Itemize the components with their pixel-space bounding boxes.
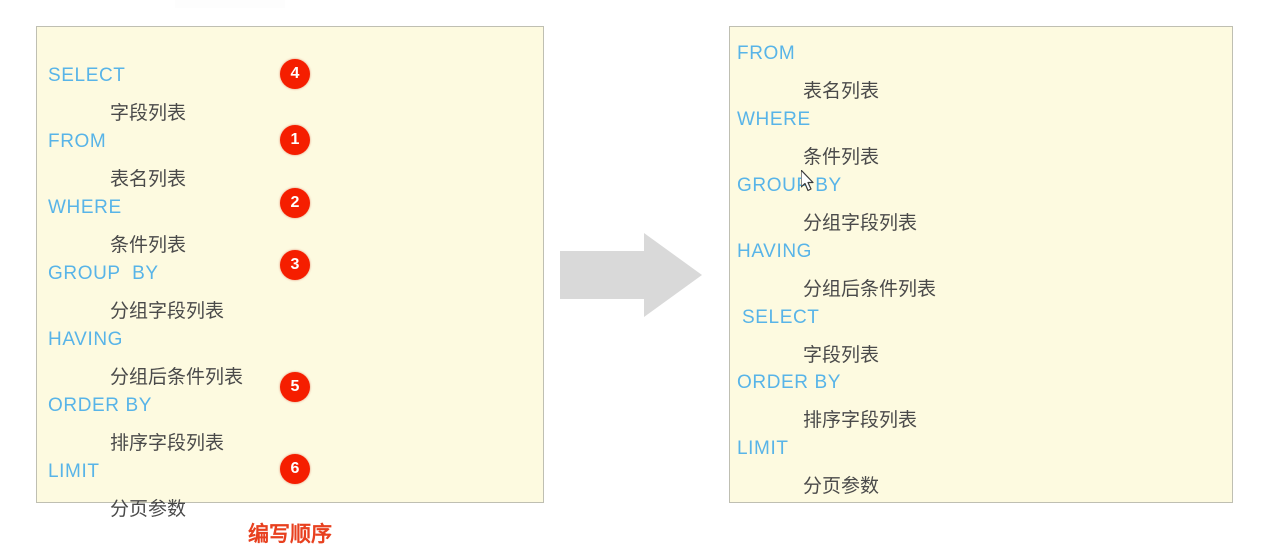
keyword-order-by: ORDER BY <box>48 395 153 416</box>
left-panel-caption: 编写顺序 <box>248 522 332 546</box>
keyword-select: SELECT <box>742 307 820 328</box>
value-group-by: 分组字段列表 <box>110 300 225 322</box>
value-order-by: 排序字段列表 <box>803 409 918 431</box>
sql-writing-order-panel: SELECT 字段列表 FROM 表名列表 WHERE 条件列表 GROUP B… <box>36 26 544 520</box>
value-having: 分组后条件列表 <box>110 366 244 388</box>
keyword-having: HAVING <box>48 329 124 350</box>
value-having: 分组后条件列表 <box>803 278 937 300</box>
value-where: 条件列表 <box>110 234 187 256</box>
sql-writing-order-list: SELECT 字段列表 FROM 表名列表 WHERE 条件列表 GROUP B… <box>37 27 543 520</box>
order-badge-from: 1 <box>280 125 310 155</box>
value-where: 条件列表 <box>803 146 880 168</box>
value-from: 表名列表 <box>803 80 880 102</box>
keyword-from: FROM <box>737 43 796 64</box>
value-from: 表名列表 <box>110 168 187 190</box>
value-group-by: 分组字段列表 <box>803 212 918 234</box>
keyword-where: WHERE <box>737 109 811 130</box>
order-badge-group-by: 3 <box>280 250 310 280</box>
value-limit: 分页参数 <box>110 498 187 520</box>
keyword-select: SELECT <box>48 65 126 86</box>
order-badge-limit: 6 <box>280 454 310 484</box>
order-badge-order-by: 5 <box>280 372 310 402</box>
value-order-by: 排序字段列表 <box>110 432 225 454</box>
right-arrow-icon <box>560 233 702 317</box>
keyword-from: FROM <box>48 131 107 152</box>
keyword-where: WHERE <box>48 197 122 218</box>
sql-execution-order-panel: FROM 表名列表 WHERE 条件列表 GROUP BY 分组字段列表 HAV… <box>729 26 1233 503</box>
keyword-group-by: GROUP BY <box>737 175 842 196</box>
value-limit: 分页参数 <box>803 475 880 497</box>
sql-execution-order-list: FROM 表名列表 WHERE 条件列表 GROUP BY 分组字段列表 HAV… <box>730 27 1232 502</box>
keyword-group-by: GROUP BY <box>48 263 159 284</box>
top-edge-artifact <box>175 0 285 8</box>
keyword-having: HAVING <box>737 241 813 262</box>
keyword-limit: LIMIT <box>737 438 789 459</box>
value-select: 字段列表 <box>803 344 880 366</box>
order-badge-where: 2 <box>280 188 310 218</box>
order-badge-select: 4 <box>280 59 310 89</box>
keyword-limit: LIMIT <box>48 461 100 482</box>
keyword-order-by: ORDER BY <box>737 372 842 393</box>
value-select: 字段列表 <box>110 102 187 124</box>
